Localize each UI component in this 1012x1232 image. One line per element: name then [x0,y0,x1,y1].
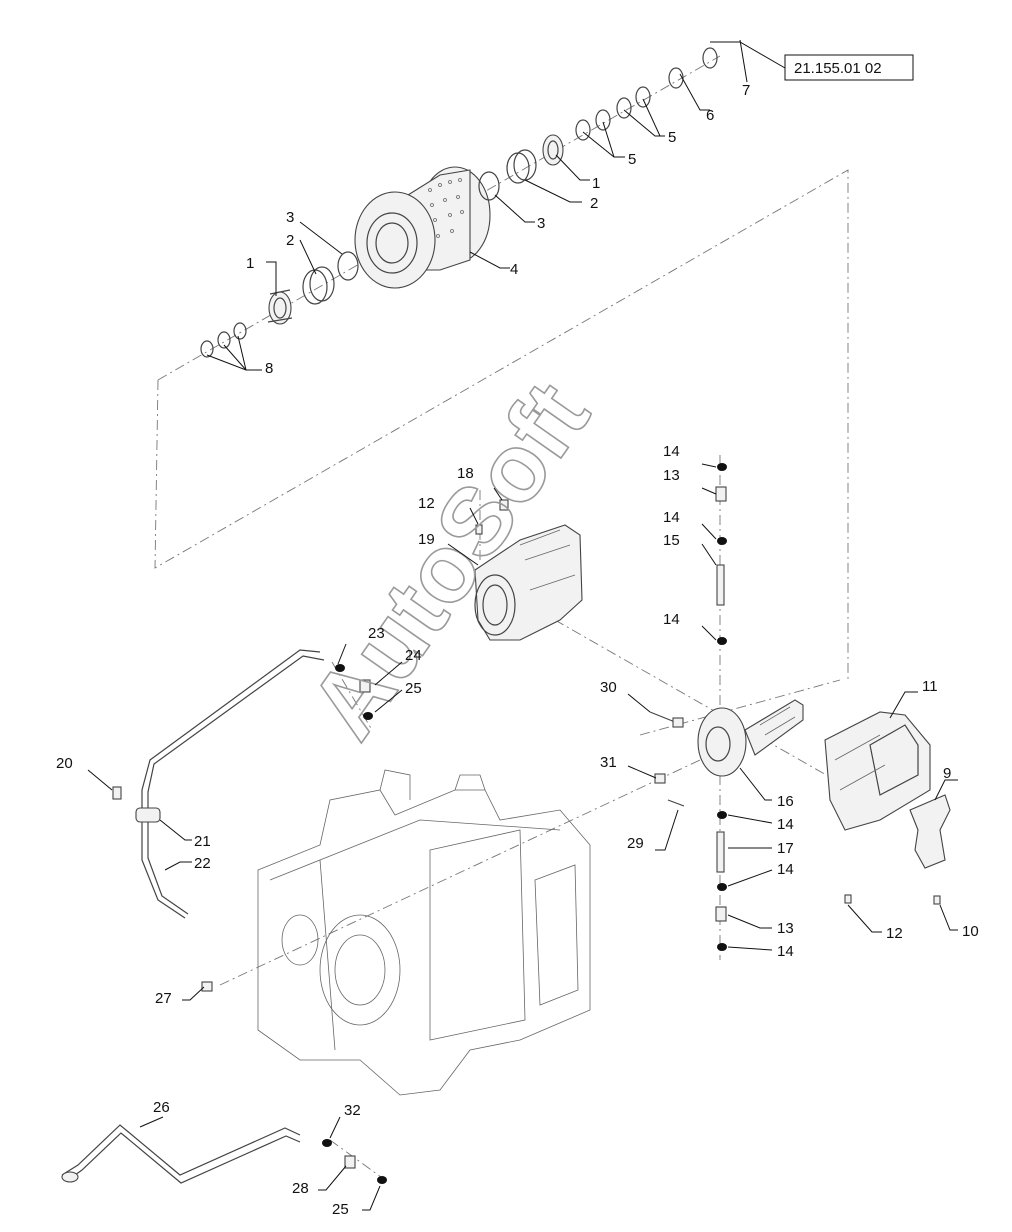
part-30-sensor [649,711,684,728]
callout-9: 9 [943,765,951,782]
part-25-seal-lower [377,1176,387,1184]
part-18-plug [499,499,509,511]
callout-27: 27 [155,990,172,1007]
callout-1-right: 1 [592,175,600,192]
callout-17: 17 [777,840,794,857]
callout-10: 10 [962,923,979,940]
callout-31: 31 [600,754,617,771]
callout-18: 18 [457,465,474,482]
callout-leaders [87,39,958,1211]
callout-20: 20 [56,755,73,772]
callout-4: 4 [510,261,518,278]
part-25-seal-upper [363,712,373,720]
callout-30: 30 [600,679,617,696]
part-29-pin [667,799,685,807]
part-7-ring [702,47,718,69]
part-13-fitting-upper [715,486,727,502]
callout-14-4: 14 [777,816,794,833]
callout-5-lower: 5 [628,151,636,168]
callout-25-upper: 25 [405,680,422,697]
part-22-pipe [141,649,325,919]
part-11-cover [824,711,931,831]
part-1-bearing-left [267,289,293,325]
part-26-pipe [61,1124,301,1184]
part-14-seal-5 [717,883,727,891]
callout-25-lower: 25 [332,1201,349,1218]
part-8-snap-rings [200,322,247,358]
callout-1-left: 1 [246,255,254,272]
part-14-seal-3 [717,637,727,645]
part-17-tube [716,831,725,873]
callout-2-right: 2 [590,195,598,212]
part-2-bearing-cup-right [506,149,537,184]
callout-3-right: 3 [537,215,545,232]
callout-14-2: 14 [663,509,680,526]
part-3-shim-left [337,251,359,281]
part-14-seal-6 [717,943,727,951]
part-24-union [359,679,371,693]
part-12-plug-upper [475,524,483,535]
part-23-seal [335,664,345,672]
part-21-clamp [135,807,161,823]
part-28-union [344,1155,356,1169]
part-19-housing [474,524,583,641]
callout-23: 23 [368,625,385,642]
callout-15: 15 [663,532,680,549]
part-14-seal-4 [717,811,727,819]
callout-6: 6 [706,107,714,124]
part-27-stud [201,981,213,992]
transmission-case [257,769,591,1096]
callout-5-upper: 5 [668,129,676,146]
part-10-screw [933,895,941,905]
callout-29: 29 [627,835,644,852]
callout-22: 22 [194,855,211,872]
reference-code: 21.155.01 02 [794,60,882,77]
reference-box: 21.155.01 02 [710,41,914,81]
part-20-clip-screw [112,786,122,800]
part-16-shaft [697,699,804,777]
part-14-seal-2 [717,537,727,545]
callout-labels: 7 6 5 5 1 2 3 4 3 2 1 8 14 13 18 12 14 1… [56,82,979,1218]
callout-19: 19 [418,531,435,548]
part-6-ring [668,67,684,89]
callout-12-upper: 12 [418,495,435,512]
callout-14-5: 14 [777,861,794,878]
part-9-plate [909,794,951,869]
callout-24: 24 [405,647,422,664]
callout-32: 32 [344,1102,361,1119]
callout-28: 28 [292,1180,309,1197]
callout-26: 26 [153,1099,170,1116]
callout-14-3: 14 [663,611,680,628]
callout-11: 11 [922,678,938,695]
callout-13-lower: 13 [777,920,794,937]
part-5-rings [575,86,651,141]
callout-14-6: 14 [777,943,794,960]
part-31-fitting [654,773,666,784]
part-15-tube [716,564,725,606]
callout-13-upper: 13 [663,467,680,484]
callout-16: 16 [777,793,794,810]
part-1-bearing-right [542,134,564,166]
part-13-fitting-lower [715,906,727,922]
part-4-gear-drum [354,166,491,289]
part-14-seal-1 [717,463,727,471]
callout-7: 7 [742,82,750,99]
callout-12-lower: 12 [886,925,903,942]
callout-14-1: 14 [663,443,680,460]
callout-3-left: 3 [286,209,294,226]
callout-8: 8 [265,360,273,377]
part-12-plug-lower [844,894,852,904]
part-2-bearing-cup-left [302,266,335,305]
part-3-shim-right [478,171,500,201]
callout-2-left: 2 [286,232,294,249]
part-32-seal [322,1139,332,1147]
callout-21: 21 [194,833,211,850]
